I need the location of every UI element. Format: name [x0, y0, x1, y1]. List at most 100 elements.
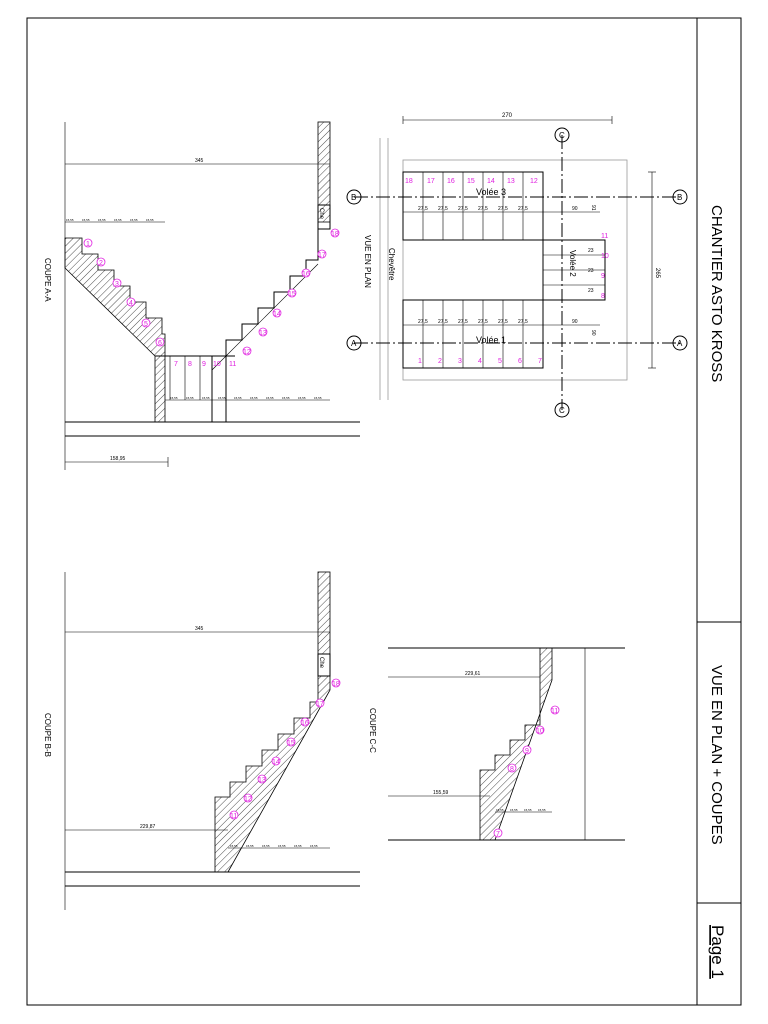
svg-text:91: 91	[590, 205, 596, 211]
svg-text:23: 23	[588, 248, 594, 254]
svg-text:5: 5	[498, 358, 502, 365]
svg-text:Che: Che	[318, 657, 324, 669]
svg-text:A: A	[351, 339, 357, 348]
svg-text:90: 90	[590, 330, 596, 336]
svg-text:15,55: 15,55	[170, 396, 178, 400]
svg-text:15,55: 15,55	[250, 396, 258, 400]
svg-text:7: 7	[538, 358, 542, 365]
svg-text:27,5: 27,5	[438, 206, 448, 212]
svg-text:15,55: 15,55	[314, 396, 322, 400]
svg-text:8: 8	[601, 293, 605, 300]
svg-text:10: 10	[536, 728, 544, 735]
svg-text:90: 90	[572, 319, 578, 325]
coupe-bb: COUPE B-B 345 Che 229,87 15,55 15,55 15,5…	[43, 571, 360, 910]
svg-text:12: 12	[530, 178, 538, 185]
svg-text:11: 11	[551, 708, 558, 715]
svg-text:6: 6	[518, 358, 522, 365]
svg-text:6: 6	[158, 340, 162, 347]
chevetre-label: Chevêtre	[387, 248, 396, 281]
svg-text:15,55: 15,55	[496, 808, 504, 812]
svg-text:15,55: 15,55	[130, 218, 138, 222]
svg-text:1: 1	[418, 358, 422, 365]
svg-text:18: 18	[332, 681, 340, 688]
svg-text:9: 9	[601, 273, 605, 280]
coupe-cc-title: COUPE C-C	[368, 708, 377, 753]
svg-text:9: 9	[202, 361, 206, 368]
svg-text:7: 7	[174, 361, 178, 368]
svg-text:B: B	[351, 193, 356, 202]
svg-text:3: 3	[115, 281, 119, 288]
svg-text:11: 11	[601, 233, 608, 240]
svg-text:155,59: 155,59	[433, 790, 449, 796]
svg-text:2: 2	[438, 358, 442, 365]
svg-text:345: 345	[195, 158, 204, 164]
plan-view: VUE EN PLAN Chevêtre 270 265 Volée 3 27,…	[346, 113, 688, 418]
svg-text:13: 13	[259, 330, 267, 337]
svg-text:229,61: 229,61	[465, 671, 481, 677]
svg-text:1: 1	[86, 241, 90, 248]
svg-text:27,5: 27,5	[518, 206, 528, 212]
svg-text:16: 16	[301, 720, 309, 727]
svg-text:8: 8	[188, 361, 192, 368]
svg-text:27,5: 27,5	[438, 319, 448, 325]
svg-text:345: 345	[195, 626, 204, 632]
svg-text:8: 8	[510, 766, 514, 773]
svg-text:15,55: 15,55	[262, 844, 270, 848]
svg-text:14: 14	[487, 178, 495, 185]
plan-view-title: VUE EN PLAN	[363, 235, 372, 288]
svg-text:15,55: 15,55	[82, 218, 90, 222]
svg-text:Che: Che	[318, 208, 324, 220]
plan-width-dim: 270	[502, 113, 513, 119]
svg-text:23: 23	[588, 288, 594, 294]
svg-text:17: 17	[316, 701, 324, 708]
svg-text:15,55: 15,55	[146, 218, 154, 222]
svg-text:17: 17	[427, 178, 435, 185]
svg-text:15,55: 15,55	[114, 218, 122, 222]
volee-2-label: Volée 2	[568, 250, 577, 277]
svg-text:23: 23	[588, 268, 594, 274]
svg-text:15,55: 15,55	[230, 844, 238, 848]
svg-text:18: 18	[405, 178, 413, 185]
svg-text:17: 17	[318, 252, 326, 259]
plan-depth-dim: 265	[654, 268, 660, 279]
svg-text:15,55: 15,55	[538, 808, 546, 812]
coupe-bb-title: COUPE B-B	[43, 713, 52, 757]
svg-text:15,55: 15,55	[186, 396, 194, 400]
svg-text:15,55: 15,55	[218, 396, 226, 400]
svg-text:15,55: 15,55	[246, 844, 254, 848]
svg-text:B: B	[677, 193, 682, 202]
sheet-border	[26, 17, 742, 1006]
svg-text:5: 5	[144, 321, 148, 328]
svg-text:C: C	[559, 406, 565, 415]
svg-text:11: 11	[229, 361, 236, 368]
svg-text:13: 13	[507, 178, 515, 185]
svg-text:13: 13	[258, 777, 266, 784]
svg-text:11: 11	[230, 813, 237, 820]
svg-text:18: 18	[331, 231, 339, 238]
svg-text:A: A	[677, 339, 683, 348]
svg-text:15,55: 15,55	[234, 396, 242, 400]
svg-text:15,55: 15,55	[510, 808, 518, 812]
svg-text:15,55: 15,55	[294, 844, 302, 848]
svg-text:27,5: 27,5	[418, 206, 428, 212]
svg-text:15,55: 15,55	[202, 396, 210, 400]
page-number: Page 1	[708, 925, 727, 979]
svg-text:15,55: 15,55	[266, 396, 274, 400]
svg-text:15: 15	[287, 740, 295, 747]
svg-text:2: 2	[99, 260, 103, 267]
svg-text:27,5: 27,5	[498, 206, 508, 212]
svg-text:4: 4	[478, 358, 482, 365]
svg-text:16: 16	[302, 271, 310, 278]
sheet-subject: VUE EN PLAN + COUPES	[708, 665, 725, 845]
svg-text:15,55: 15,55	[278, 844, 286, 848]
svg-text:12: 12	[243, 349, 251, 356]
svg-text:27,5: 27,5	[418, 319, 428, 325]
volee-1-label: Volée 1	[476, 335, 506, 345]
svg-text:158,95: 158,95	[110, 456, 126, 462]
svg-text:16: 16	[447, 178, 455, 185]
svg-text:15,55: 15,55	[310, 844, 318, 848]
svg-text:27,5: 27,5	[458, 206, 468, 212]
svg-text:229,87: 229,87	[140, 824, 156, 830]
